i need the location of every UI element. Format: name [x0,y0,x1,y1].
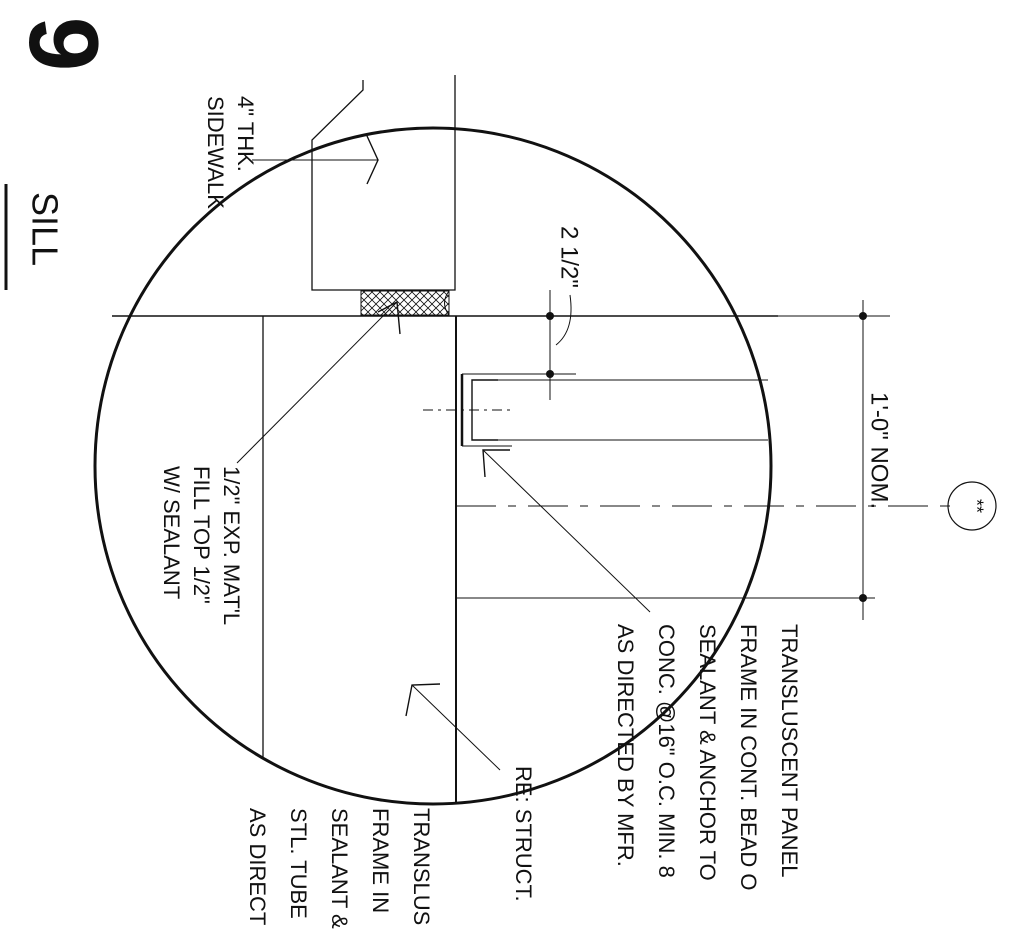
dimension-1ft [775,300,890,620]
note-line: W/ SEALANT [159,466,184,599]
note-line: AS DIRECTED BY MFR. [613,624,638,867]
scale-marker-circle [947,481,997,531]
note-line: FILL TOP 1/2" [189,466,214,604]
dimension-overall-text: 1'-0" NOM. [866,392,893,509]
note-line: FRAME IN [368,808,393,913]
note-line: AS DIRECT [245,808,270,925]
leader-sidewalk [252,135,379,185]
detail-title-text: SILL [24,192,65,266]
note-line: SEALANT & ANCHOR TO [695,624,720,881]
detail-title: SILL [4,184,65,290]
note-line: RE: STRUCT. [511,766,536,902]
note-panel-concrete: TRANSLUSCENT PANEL FRAME IN CONT. BEAD O S… [613,624,802,890]
sealant-bead [444,290,450,316]
note-line: SIDEWALK [203,96,228,209]
note-struct: RE: STRUCT. [511,766,536,902]
note-line: TRANSLUS [409,808,434,925]
leader-panel-concrete [482,449,651,613]
dimension-offset-text: 2 1/2" [556,226,583,288]
leader-struct [405,683,501,771]
note-line: FRAME IN CONT. BEAD O [736,624,761,890]
note-line: STL. TUBE [286,808,311,919]
expansion-material [360,290,450,316]
note-line: CONC. @16" O.C. MIN. 8 [654,624,679,878]
detail-circle [93,126,773,806]
note-panel-tube: TRANSLUS FRAME IN SEALANT & STL. TUBE AS DIR… [245,808,434,929]
note-line: SEALANT & [327,808,352,929]
note-sidewalk: 4" THK.SIDEWALK [203,96,258,209]
leader-expansion [236,300,401,464]
note-line: TRANSLUSCENT PANEL [777,624,802,877]
note-line: 1/2" EXP. MAT'L [219,466,244,625]
detail-number: 9 [9,17,119,72]
dimension-2-5in [528,290,576,400]
note-line: 4" THK. [233,96,258,172]
sidewalk-slab [311,75,456,291]
scale-marker-text: ** [966,499,986,513]
